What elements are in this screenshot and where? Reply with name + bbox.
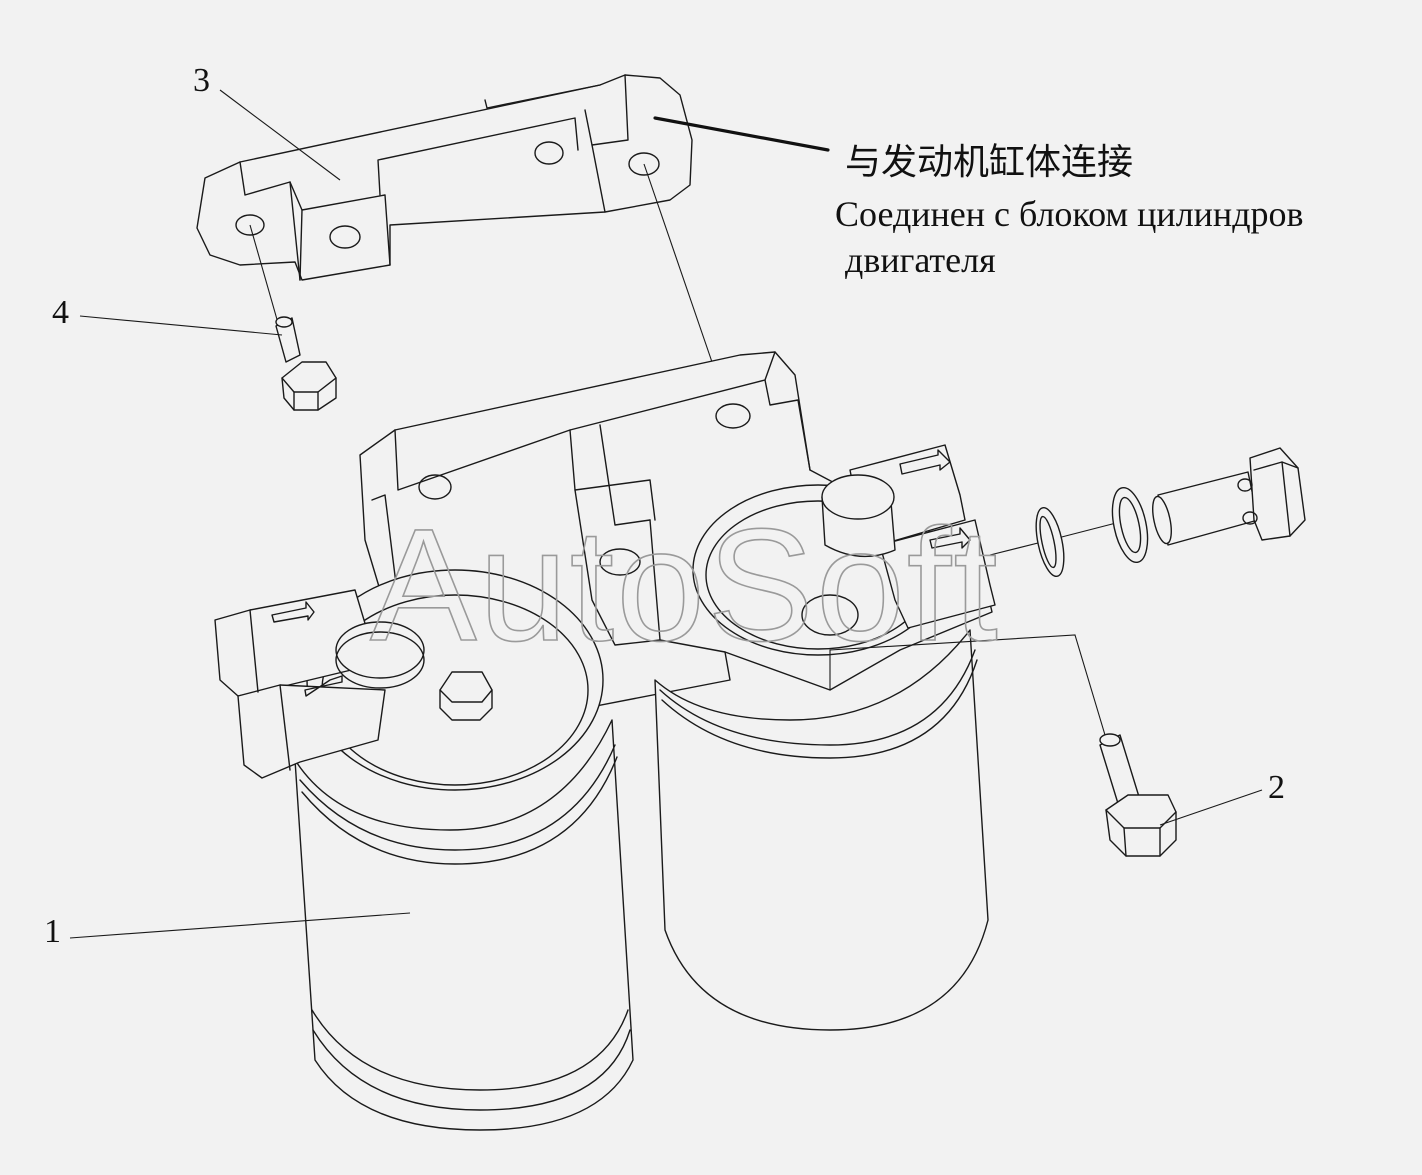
callout-label-4: 4 — [52, 294, 69, 331]
part-3-mounting-bracket — [196, 74, 693, 281]
banjo-fitting-set — [989, 447, 1306, 578]
valve-port-left — [214, 589, 493, 779]
part-2-bolt — [829, 634, 1177, 857]
flow-arrow-icon — [929, 527, 971, 549]
callout-leader-3 — [219, 89, 341, 181]
note-russian-line-1: Соединен с блоком цилиндров — [835, 194, 1304, 234]
callout-leader-4 — [79, 315, 283, 336]
note-leader — [653, 116, 830, 152]
callout-label-3: 3 — [193, 62, 210, 99]
callout-leader-2 — [1159, 789, 1263, 826]
callout-label-2: 2 — [1268, 769, 1285, 806]
callout-leader-1 — [69, 912, 411, 939]
flow-arrow-icon — [899, 449, 951, 475]
assembly-leader-bracket — [643, 163, 713, 363]
callout-label-1: 1 — [44, 913, 61, 950]
note-chinese: 与发动机缸体连接 — [845, 142, 1133, 183]
watermark: AutoSoft — [370, 495, 1000, 674]
part-4-bolt — [249, 224, 337, 411]
valve-port-right — [801, 444, 996, 636]
flow-arrow-icon — [304, 675, 343, 697]
note-russian-line-2: двигателя — [845, 240, 996, 280]
flow-arrow-icon — [271, 601, 315, 623]
